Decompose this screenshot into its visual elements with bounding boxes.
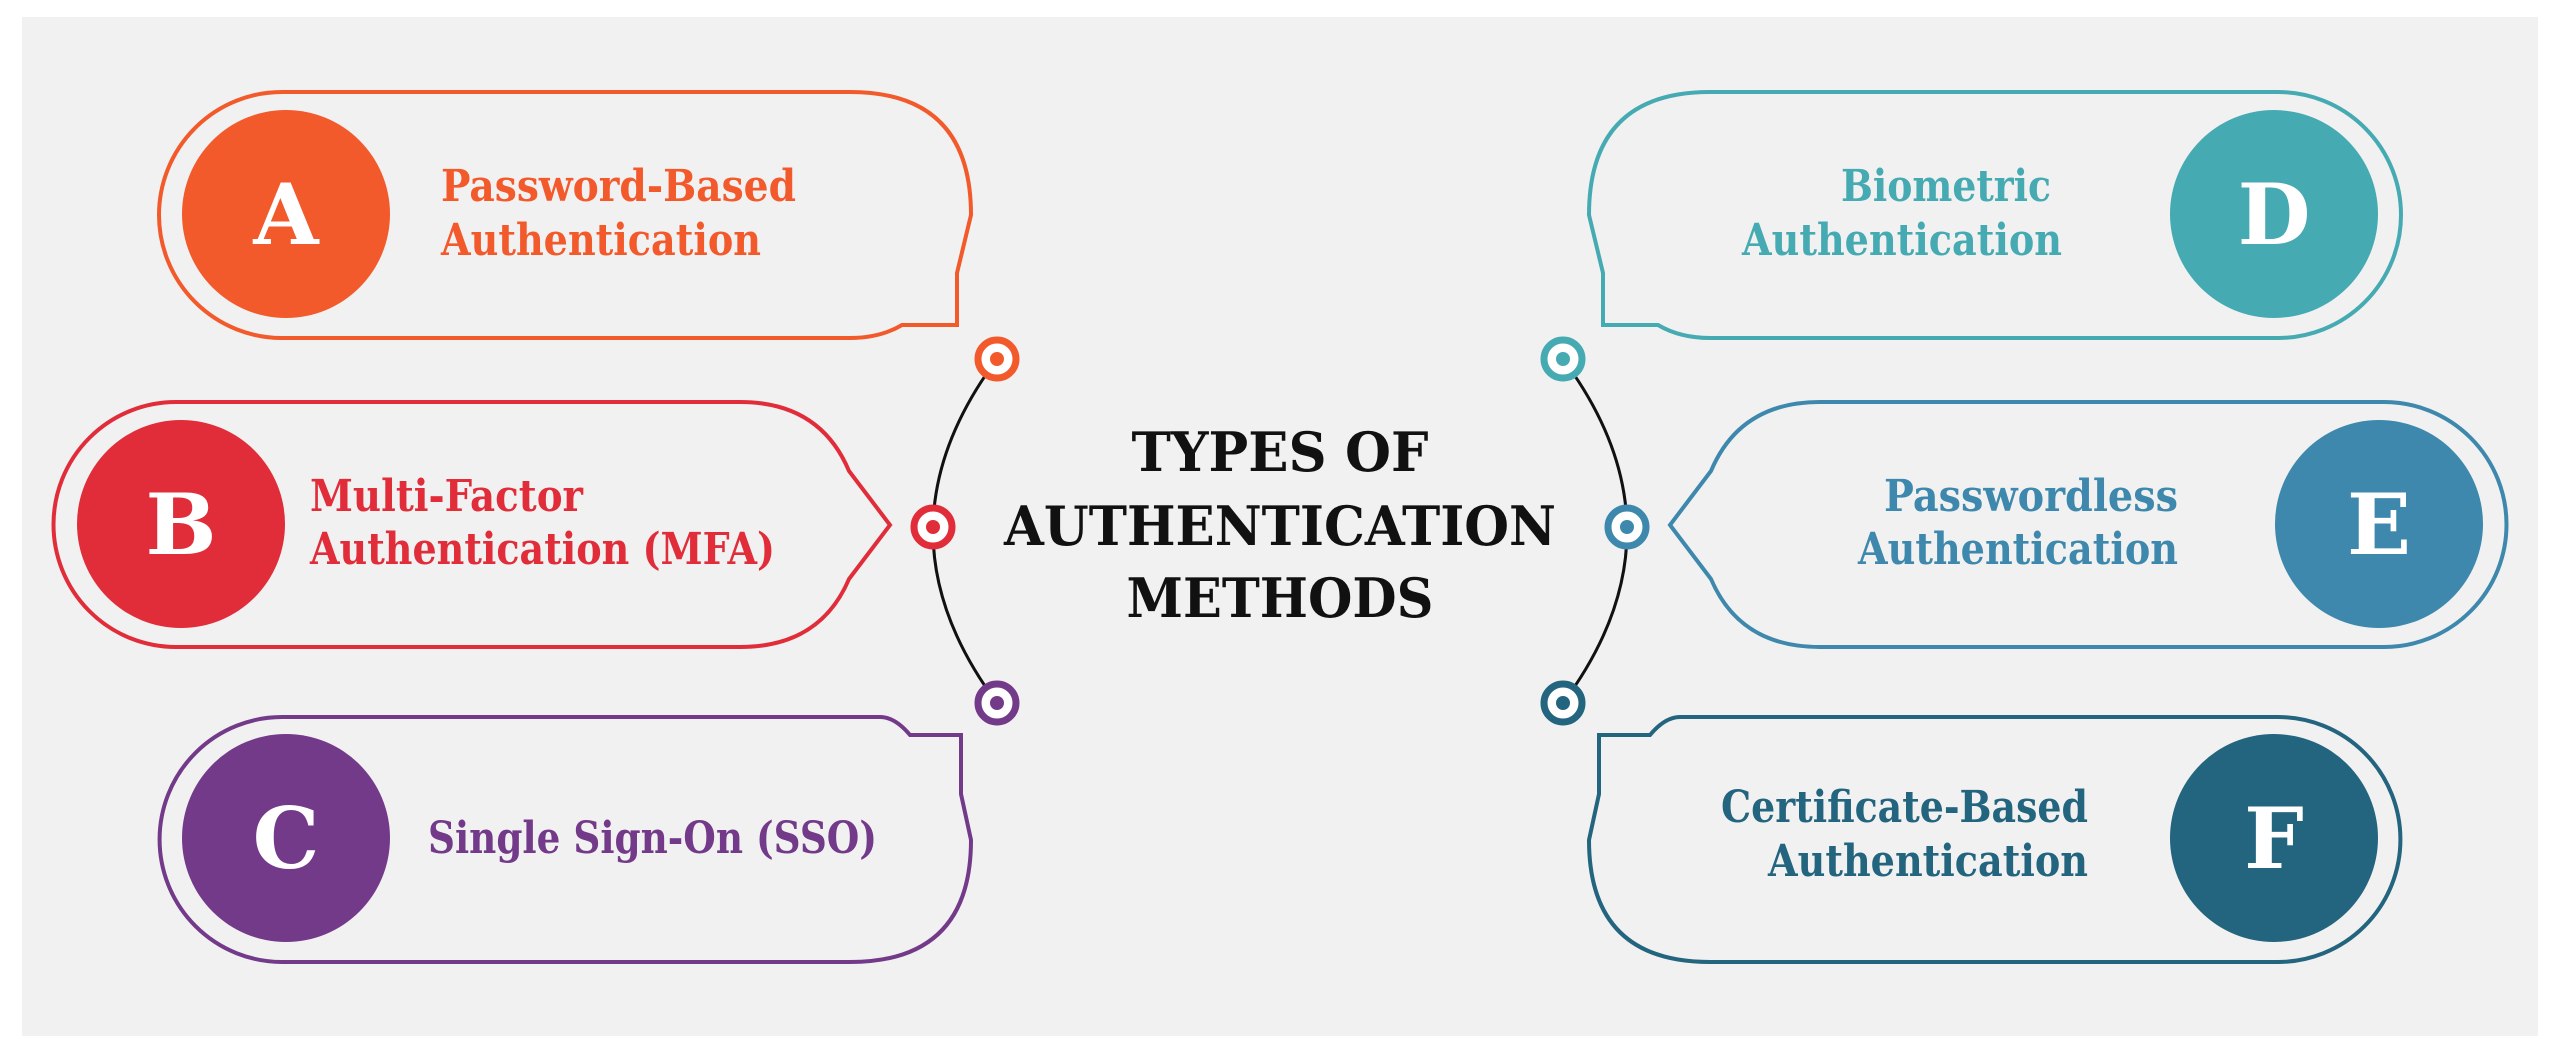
method-c-label: Single Sign-On (SSO) <box>428 813 877 864</box>
letter-f: F <box>2244 789 2304 888</box>
method-card-a <box>157 90 1020 382</box>
title-line3: METHODS <box>1127 566 1434 630</box>
method-b-label-line2: Authentication (MFA) <box>309 524 775 575</box>
connector-dot-center <box>1620 520 1634 534</box>
title-line2: AUTHENTICATION <box>1003 494 1556 558</box>
letter-badge <box>182 734 390 942</box>
connector-dot-center <box>1556 352 1570 366</box>
letter-a: A <box>252 165 320 264</box>
letter-d: D <box>2238 165 2311 264</box>
method-d-label-line2: Authentication <box>1741 215 2062 266</box>
card-outline <box>1586 90 2403 340</box>
letter-b: B <box>146 475 217 574</box>
connector-dot-center <box>990 696 1004 710</box>
method-f-label-line2: Authentication <box>1767 836 2088 887</box>
card-outline <box>1586 715 2403 964</box>
method-card-c <box>157 680 1020 964</box>
card-outline <box>157 90 974 340</box>
method-d-label-line1: Biometric <box>1841 161 2051 212</box>
letter-badge <box>2275 420 2483 628</box>
letter-badge <box>182 110 390 318</box>
letter-c: C <box>253 789 320 888</box>
background-panel <box>22 17 2538 1036</box>
letter-badge <box>2170 734 2378 942</box>
card-outline <box>51 400 893 649</box>
connector-dot-center <box>1556 696 1570 710</box>
connector-dot-center <box>926 520 940 534</box>
method-a-label-line1: Password-Based <box>441 161 796 212</box>
letter-badge <box>2170 110 2378 318</box>
method-card-e <box>1604 400 2509 649</box>
letter-e: E <box>2347 475 2411 574</box>
letter-badge <box>77 420 285 628</box>
method-e-label-line1: Passwordless <box>1884 471 2178 522</box>
method-f-label-line1: Certificate-Based <box>1721 782 2088 833</box>
card-outline <box>1667 400 2509 649</box>
connector-dot-center <box>990 352 1004 366</box>
method-a-label-line2: Authentication <box>440 215 761 266</box>
method-card-d <box>1540 90 2403 382</box>
title-line1: TYPES OF <box>1132 420 1429 484</box>
method-b-label-line1: Multi-Factor <box>310 471 584 522</box>
method-card-f <box>1540 680 2403 964</box>
card-outline <box>157 715 974 964</box>
method-card-b <box>51 400 956 649</box>
method-e-label-line2: Authentication <box>1857 524 2178 575</box>
